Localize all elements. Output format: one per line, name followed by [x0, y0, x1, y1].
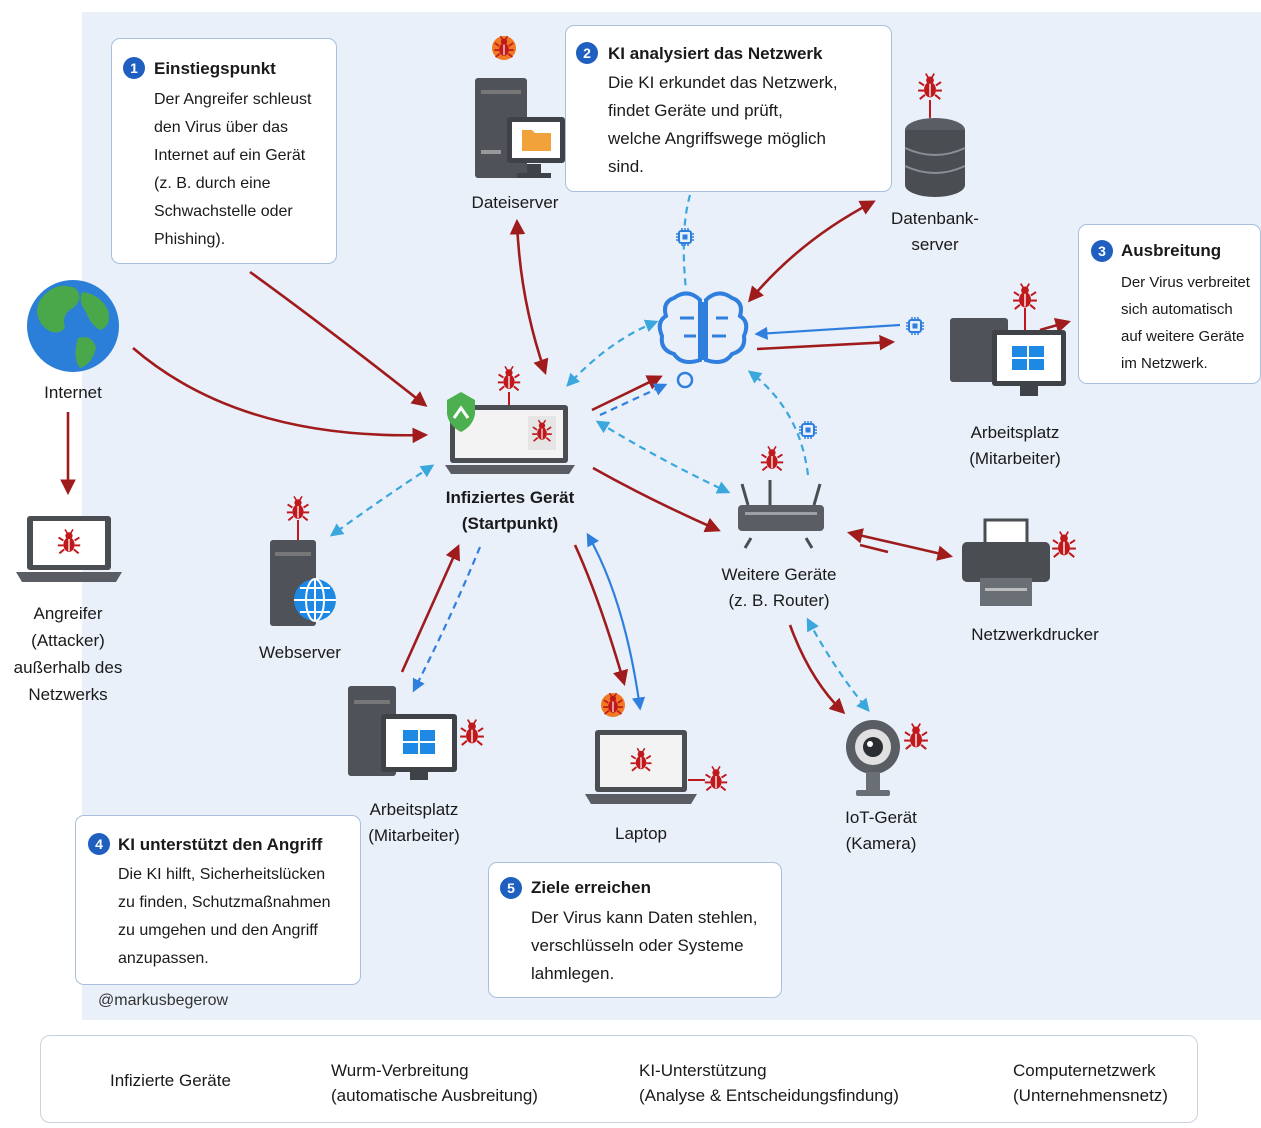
worm-arrow-iot	[788, 624, 846, 715]
ai-arrow-webserver	[329, 464, 435, 537]
legend: Infizierte Geräte Wurm-Verbreitung (auto…	[40, 1035, 1198, 1123]
label-printer: Netzwerkdrucker	[971, 625, 1099, 644]
callout-body: Der Virus kann Daten stehlen, verschlüss…	[531, 908, 758, 983]
worm-arrow-dbserver	[748, 200, 876, 303]
workstation-bottom-icon	[348, 686, 485, 780]
callout-goals: 5 Ziele erreichen Der Virus kann Daten s…	[488, 862, 782, 998]
ai-arrow-infected-router	[595, 420, 731, 494]
ai-node-icon	[676, 371, 694, 389]
chip-icon	[675, 227, 695, 247]
callout-title: KI unterstützt den Angriff	[118, 835, 323, 854]
infected-laptop-icon	[445, 365, 575, 474]
step-badge: 4	[88, 833, 110, 855]
chip-icon	[798, 420, 818, 440]
label-webserver: Webserver	[259, 643, 341, 662]
step-badge: 1	[123, 57, 145, 79]
chip-icon	[905, 316, 925, 336]
callout-title: KI analysiert das Netzwerk	[608, 44, 823, 63]
legend-network-label: Computernetzwerk (Unternehmensnetz)	[1013, 1061, 1168, 1105]
worm-arrow-internet	[132, 347, 429, 444]
callout-spread: 3 Ausbreitung Der Virus verbreitet sich …	[1078, 224, 1261, 384]
callout-title: Einstiegspunkt	[154, 59, 276, 78]
worm-arrow-workstation-bottom	[400, 544, 461, 673]
worm-arrow-fileserver	[509, 218, 549, 375]
callout-ai-analysis: 2 KI analysiert das Netzwerk Die KI erku…	[565, 25, 892, 192]
label-fileserver: Dateiserver	[471, 193, 559, 212]
callout-ai-support: 4 KI unterstützt den Angriff Die KI hilf…	[75, 815, 361, 985]
worm-arrow-printer-back	[859, 543, 889, 554]
ai-brain-icon	[657, 291, 749, 364]
label-iot-camera: IoT-Gerät (Kamera)	[845, 808, 917, 853]
callout-body: Der Angreifer schleust den Virus über da…	[154, 91, 312, 248]
callout-body: Der Virus verbreitet sich automatisch au…	[1121, 274, 1250, 372]
label-laptop: Laptop	[615, 824, 667, 843]
globe-icon	[27, 280, 119, 372]
worm-arrow-callout1	[249, 270, 428, 407]
credit-handle: @markusbegerow	[98, 992, 229, 1009]
fileserver-icon	[475, 35, 565, 178]
laptop-icon	[585, 692, 729, 804]
label-workstation-right: Arbeitsplatz (Mitarbeiter)	[969, 423, 1061, 468]
callout-entry-point: 1 Einstiegspunkt Der Angreifer schleust …	[111, 38, 337, 264]
ai-arrow-laptop	[586, 532, 646, 711]
ai-arrow-router	[747, 370, 810, 476]
legend-ai-label: KI-Unterstützung (Analyse & Entscheidung…	[639, 1061, 899, 1105]
worm-arrow-laptop	[573, 544, 629, 686]
legend-infected-label: Infizierte Geräte	[110, 1071, 231, 1090]
workstation-right-icon	[950, 282, 1066, 396]
step-badge: 5	[500, 877, 522, 899]
label-router: Weitere Geräte (z. B. Router)	[721, 565, 837, 610]
printer-icon	[962, 518, 1077, 606]
step-badge: 2	[576, 42, 598, 64]
router-icon	[738, 445, 824, 549]
attacker-laptop-icon	[16, 516, 122, 582]
worm-arrow-to-router	[592, 466, 721, 533]
callout-title: Ziele erreichen	[531, 878, 652, 897]
label-internet: Internet	[44, 383, 102, 402]
ai-arrow-infected	[566, 319, 659, 387]
label-attacker: Angreifer (Attacker) außerhalb des Netzw…	[13, 604, 123, 704]
worm-arrow-to-ai	[591, 375, 663, 412]
ai-arrow-workstation-right	[754, 323, 901, 340]
label-workstation-bottom: Arbeitsplatz (Mitarbeiter)	[368, 800, 460, 845]
step-badge: 3	[1091, 240, 1113, 262]
worm-arrow-printer	[846, 528, 954, 561]
worm-arrow-workstation-right	[1039, 317, 1071, 333]
label-infected-device: Infiziertes Gerät (Startpunkt)	[445, 488, 575, 533]
legend-worm-label: Wurm-Verbreitung (automatische Ausbreitu…	[331, 1061, 538, 1105]
camera-icon	[846, 720, 929, 796]
label-dbserver: Datenbank- server	[891, 209, 979, 254]
callout-body: Die KI hilft, Sicherheitslücken zu finde…	[118, 866, 331, 967]
worm-arrow-ai-to-workstation	[756, 334, 896, 351]
webserver-icon	[270, 495, 336, 626]
callout-title: Ausbreitung	[1121, 241, 1222, 260]
database-icon	[904, 72, 966, 197]
ai-arrow-iot	[806, 617, 870, 713]
callout-body: Die KI erkundet das Netzwerk, findet Ger…	[608, 73, 838, 176]
ai-arrow-workstation-bottom	[412, 546, 482, 693]
